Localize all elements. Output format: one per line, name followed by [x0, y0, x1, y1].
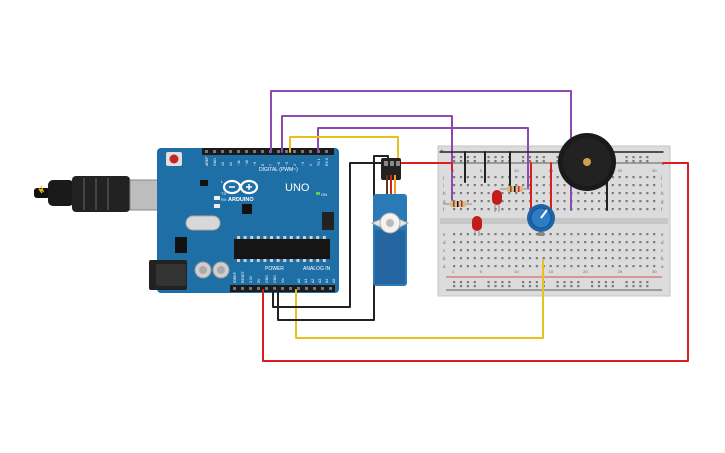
on-label: ON — [321, 192, 327, 197]
wire-red-5v-rail — [262, 162, 689, 362]
column-number: 25 — [618, 168, 623, 173]
row-letter: d — [661, 240, 664, 245]
digital-pin-label: ~9 — [253, 162, 257, 166]
analog-pin-label: A3 — [318, 279, 322, 283]
wire-yellow-pot — [295, 259, 544, 339]
wire-black-gnd — [272, 162, 383, 308]
analog-pin-label: A4 — [325, 279, 329, 283]
row-letter: f — [661, 207, 663, 212]
digital-pin-label: ~10 — [245, 160, 249, 166]
row-letter: i — [443, 183, 444, 188]
digital-pin-label: AREF — [205, 156, 209, 166]
row-letter: a — [661, 264, 664, 269]
column-number: 10 — [514, 168, 519, 173]
row-letter: g — [443, 199, 446, 204]
column-number: 1 — [452, 168, 455, 173]
crystal-oscillator — [185, 215, 221, 231]
row-letter: c — [443, 248, 446, 253]
row-letter: f — [443, 207, 445, 212]
rail-minus-label: - — [662, 162, 664, 168]
usb-cable — [34, 176, 171, 212]
digital-pwm-label: DIGITAL (PWM~) — [259, 167, 298, 173]
row-letter: d — [443, 240, 446, 245]
rx-label: RX — [221, 197, 227, 202]
analog-pin-label: A2 — [311, 279, 315, 283]
column-number: 30 — [652, 269, 657, 274]
digital-pin-label: GND — [213, 158, 217, 166]
row-letter: j — [660, 175, 662, 180]
column-number: 5 — [480, 168, 483, 173]
power-pin-label: IOREF — [233, 271, 237, 283]
l-label: L — [221, 179, 224, 184]
piezo-buzzer[interactable] — [558, 133, 616, 191]
column-number: 10 — [514, 269, 519, 274]
tx-label: TX — [221, 191, 226, 196]
row-letter: e — [443, 232, 446, 237]
digital-pin-label: ~11 — [237, 160, 241, 166]
servo-motor[interactable] — [370, 158, 410, 286]
column-number: 25 — [618, 269, 623, 274]
resistor-1[interactable] — [443, 201, 472, 207]
arduino-uno-board[interactable]: UNO ARDUINO ON L TX RX AREF GND 13 12 ~11 ~10… — [149, 148, 339, 293]
power-label: POWER — [265, 266, 284, 272]
digital-pin-label: 12 — [229, 162, 233, 166]
row-letter: c — [661, 248, 664, 253]
column-number: 30 — [652, 168, 657, 173]
power-pin-label: 3.3V — [249, 275, 253, 283]
analog-pin-label: A5 — [332, 279, 336, 283]
potentiometer[interactable] — [527, 204, 555, 236]
microcontroller-chip — [234, 239, 330, 259]
row-letter: h — [661, 191, 664, 196]
column-number: 20 — [583, 269, 588, 274]
analog-pin-label: A1 — [304, 279, 308, 283]
row-letter: h — [443, 191, 446, 196]
row-letter: b — [661, 256, 664, 261]
row-letter: i — [661, 183, 662, 188]
digital-header — [202, 148, 334, 155]
wire-purple-resistor — [317, 127, 529, 189]
digital-pin-label: 8 — [261, 164, 265, 166]
digital-pin-label: 7 — [269, 164, 273, 166]
row-letter: e — [661, 232, 664, 237]
wire-purple-led — [281, 115, 453, 201]
power-pin-label: RESET — [241, 270, 245, 283]
arduino-logo-icon — [222, 179, 259, 195]
row-letter: b — [443, 256, 446, 261]
row-letter: a — [443, 264, 446, 269]
digital-pin-label: RX 0 — [325, 158, 329, 166]
digital-pin-label: 13 — [221, 162, 225, 166]
digital-pin-label: 4 — [293, 164, 297, 166]
digital-pin-label: ~3 — [301, 162, 305, 166]
model-label: UNO — [285, 182, 310, 194]
row-letter: g — [661, 199, 664, 204]
column-number: 1 — [452, 269, 455, 274]
digital-pin-label: ~5 — [285, 162, 289, 166]
power-pin-label: 5V — [257, 278, 261, 283]
digital-pin-label: 2 — [309, 164, 313, 166]
column-number: 15 — [549, 269, 554, 274]
power-pin-label: GND — [273, 275, 277, 283]
wire-yellow-servo-signal — [289, 136, 399, 164]
resistor-2[interactable] — [500, 186, 530, 192]
brand-label: ARDUINO — [228, 197, 254, 203]
red-led-2[interactable] — [472, 216, 482, 236]
red-led-1[interactable] — [492, 190, 502, 212]
power-pin-label: Vin — [281, 278, 285, 283]
analog-pin-label: A0 — [297, 279, 301, 283]
column-number: 5 — [480, 269, 483, 274]
power-pin-label: GND — [265, 275, 269, 283]
analog-in-label: ANALOG IN — [303, 266, 331, 272]
row-letter: j — [442, 175, 444, 180]
digital-pin-label: TX 1 — [317, 158, 321, 166]
digital-pin-label: ~6 — [277, 162, 281, 166]
wire-red-servo-5v — [391, 162, 453, 171]
